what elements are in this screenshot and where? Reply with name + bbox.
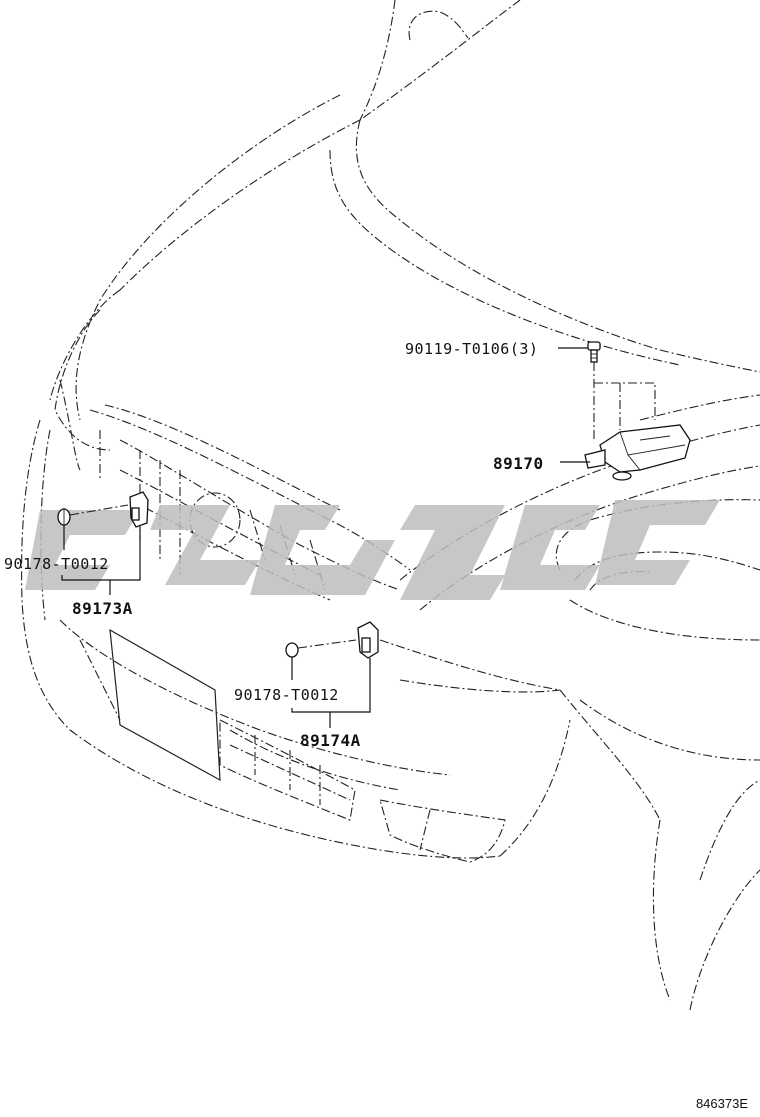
watermark-logo (25, 500, 720, 600)
label-right-clip: 90178-T0012 (234, 686, 339, 704)
airbag-sensor-module-89170[interactable] (584, 424, 691, 481)
front-sensor-left-89173A[interactable] (129, 491, 149, 528)
label-module: 89170 (493, 454, 544, 473)
clip-left-90178[interactable] (57, 508, 71, 526)
front-sensor-right-89174A[interactable] (357, 621, 379, 659)
label-left-sensor: 89173A (72, 599, 133, 618)
right-leaders (291, 639, 371, 728)
label-right-sensor: 89174A (300, 731, 361, 750)
license-plate-outline (109, 628, 221, 782)
bolt-mount-guides (593, 362, 656, 440)
clip-right-90178[interactable] (285, 642, 299, 658)
label-left-clip: 90178-T0012 (4, 555, 109, 573)
figure-code: 846373E (696, 1096, 748, 1111)
left-leaders (61, 504, 141, 595)
label-bolt: 90119-T0106(3) (405, 340, 538, 358)
bolt-90119[interactable] (587, 341, 601, 363)
